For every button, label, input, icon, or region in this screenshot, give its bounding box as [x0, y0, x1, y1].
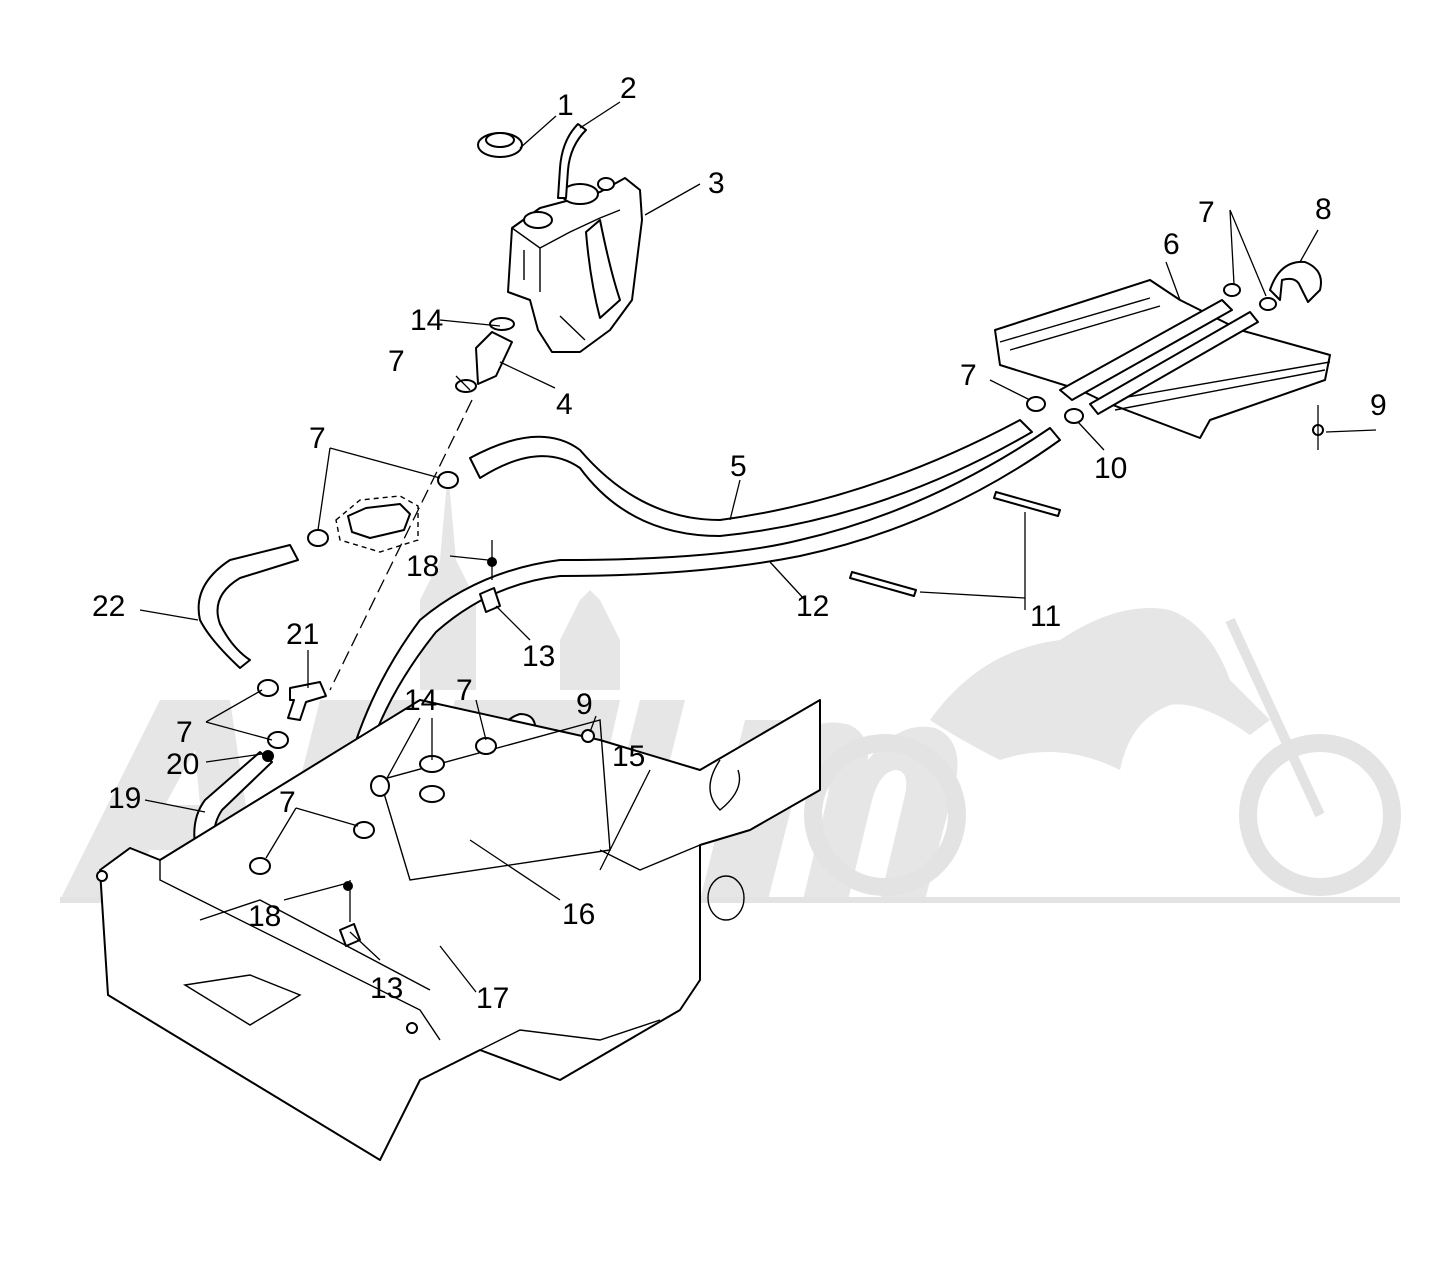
- watermark-church: [420, 470, 620, 690]
- hose-4: [455, 317, 515, 393]
- callout-10: 10: [1094, 452, 1127, 485]
- callout-15: 15: [612, 740, 645, 773]
- watermark-front-wheel: [804, 734, 966, 896]
- leader-lines: [139, 101, 1377, 993]
- callout-12: 12: [796, 590, 829, 623]
- callout-8: 8: [1315, 193, 1332, 226]
- callout-7-f: 7: [279, 786, 296, 819]
- cable-tie-b: [849, 571, 917, 597]
- callout-13-b: 13: [370, 972, 403, 1005]
- callout-21: 21: [286, 618, 319, 651]
- callout-14-a: 14: [410, 304, 443, 337]
- callout-7-g: 7: [456, 674, 473, 707]
- tee-fitting-21: [287, 681, 327, 721]
- callout-7-a: 7: [1198, 196, 1215, 229]
- callout-13-a: 13: [522, 640, 555, 673]
- hose-clamps: [249, 283, 1277, 875]
- thermostat-housing: [335, 495, 419, 553]
- callout-17: 17: [476, 982, 509, 1015]
- heat-exchanger: [994, 279, 1331, 439]
- callout-11: 11: [1030, 600, 1061, 633]
- thermostat: [347, 503, 411, 539]
- callout-18-a: 18: [406, 550, 439, 583]
- skid-plate: [96, 699, 821, 1161]
- watermark-motorcycle-body: [930, 608, 1270, 770]
- fitting-14-c: [419, 785, 445, 803]
- callout-3: 3: [708, 167, 725, 200]
- bracket-13a: [479, 587, 501, 613]
- callout-2: 2: [620, 72, 637, 105]
- callout-16: 16: [562, 898, 595, 931]
- hose-22: [197, 544, 299, 669]
- watermark-fork: [1225, 617, 1325, 818]
- hose-5: [469, 419, 1033, 537]
- callout-labels: 1 2 3 4 5 6 7 7 7 7 7 7 7 8 9 9 10 11 12…: [92, 72, 1387, 1015]
- overflow-tube: [557, 123, 587, 199]
- callout-22: 22: [92, 590, 125, 623]
- clip-18b: [343, 881, 353, 891]
- callout-9-a: 9: [1370, 389, 1387, 422]
- hose-8: [1269, 260, 1322, 303]
- callout-7-d: 7: [309, 422, 326, 455]
- bracket-13b: [339, 923, 361, 947]
- callout-5: 5: [730, 450, 747, 483]
- bleed-screw-9b: [581, 729, 595, 743]
- cable-tie-a: [993, 491, 1061, 517]
- reservoir-cap: [477, 132, 523, 158]
- callout-6: 6: [1163, 228, 1180, 261]
- callout-1: 1: [557, 89, 574, 122]
- callout-9-b: 9: [576, 688, 593, 721]
- callout-18-b: 18: [248, 900, 281, 933]
- callout-7-b: 7: [960, 359, 977, 392]
- coolant-reservoir: [507, 177, 643, 353]
- callout-19: 19: [108, 782, 141, 815]
- fitting-14-a: [370, 775, 390, 797]
- callout-7-c: 7: [388, 345, 405, 378]
- callout-4: 4: [556, 388, 573, 421]
- clamp-20: [262, 750, 274, 762]
- callout-14-b: 14: [404, 684, 437, 717]
- watermark-rear-wheel: [1239, 734, 1401, 896]
- callout-20: 20: [166, 748, 199, 781]
- callout-7-e: 7: [176, 716, 193, 749]
